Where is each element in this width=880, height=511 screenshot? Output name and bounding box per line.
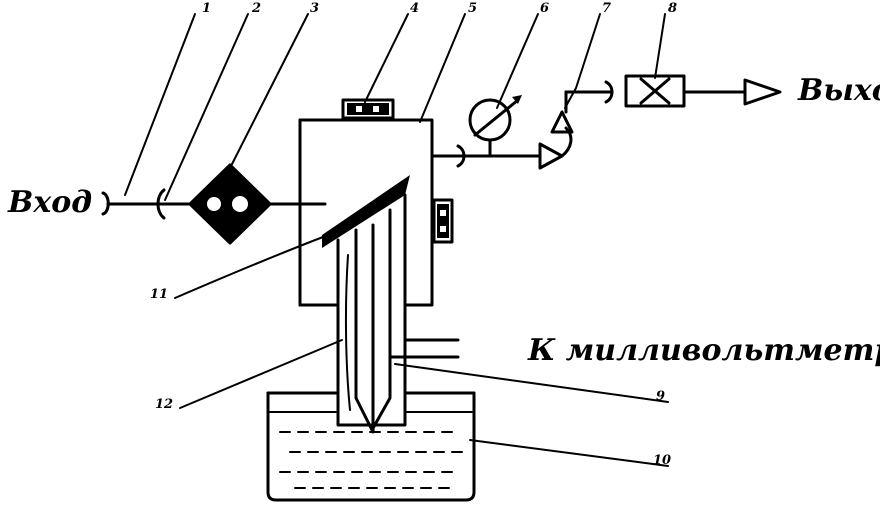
- side-block-hole-1: [440, 210, 446, 216]
- side-block-outline: [432, 198, 454, 244]
- leader-12: [179, 339, 343, 409]
- leader-9: [394, 363, 669, 403]
- filter-hole-left: [207, 197, 221, 211]
- millivoltmeter-label: К милливольтметру: [527, 333, 880, 368]
- top-block-4: [341, 98, 395, 120]
- filter-body: [188, 163, 272, 245]
- filter-hole-right: [232, 196, 248, 212]
- number-10: 10: [653, 453, 671, 468]
- top-block-outline: [341, 98, 395, 120]
- leader-3: [227, 13, 309, 173]
- output-label: Выход: [797, 73, 880, 108]
- gauge-needle-tip: [512, 95, 522, 104]
- millivoltmeter-leads: [388, 338, 460, 359]
- outlet-bend: [560, 126, 573, 158]
- input-label: Вход: [7, 185, 92, 220]
- gauge-needle: [473, 98, 520, 137]
- top-block-hole-1: [356, 106, 362, 112]
- top-block-hole-2: [373, 106, 379, 112]
- leader-7: [564, 13, 601, 109]
- inlet-line: [101, 188, 327, 220]
- leader-1: [124, 13, 196, 196]
- leader-4: [364, 13, 409, 103]
- top-block-fill: [347, 103, 389, 115]
- leader-6: [496, 13, 539, 109]
- number-7: 7: [602, 1, 611, 16]
- check-valve-lower: [538, 142, 564, 170]
- side-block-hole-2: [440, 226, 446, 232]
- text-labels: Вход Выход К милливольтметру 1 2 3 4 5 6…: [7, 1, 880, 468]
- number-12: 12: [155, 397, 173, 412]
- number-5: 5: [468, 1, 477, 16]
- number-9: 9: [656, 389, 665, 404]
- leader-11: [174, 224, 356, 299]
- check-valve-upper: [550, 110, 574, 134]
- leader-10: [469, 439, 669, 467]
- outlet-arrow: [743, 78, 782, 106]
- number-11: 11: [150, 287, 168, 302]
- inlet-connector-2: [156, 188, 166, 220]
- filter-3: [188, 163, 272, 245]
- leader-5: [419, 13, 466, 123]
- number-6: 6: [540, 1, 549, 16]
- chamber-5: [298, 118, 434, 307]
- bath-vessel: [266, 391, 476, 502]
- leader-8: [654, 13, 666, 79]
- diagonal-tube: [322, 175, 410, 248]
- box-8: [624, 74, 686, 108]
- bath-10: [266, 391, 476, 502]
- gauge-dial: [468, 98, 512, 142]
- tube-wall-left: [344, 254, 351, 411]
- upper-connector: [604, 80, 614, 104]
- number-3: 3: [310, 1, 319, 16]
- number-8: 8: [668, 1, 677, 16]
- leader-2: [164, 13, 249, 201]
- number-2: 2: [251, 1, 261, 16]
- number-4: 4: [410, 1, 419, 16]
- box-cross-2: [639, 77, 671, 105]
- leader-lines: [124, 13, 669, 467]
- outlet-line: [430, 78, 782, 170]
- gauge-6: [468, 95, 522, 142]
- side-block: [432, 198, 454, 244]
- number-1: 1: [202, 1, 211, 16]
- side-block-fill: [437, 204, 449, 238]
